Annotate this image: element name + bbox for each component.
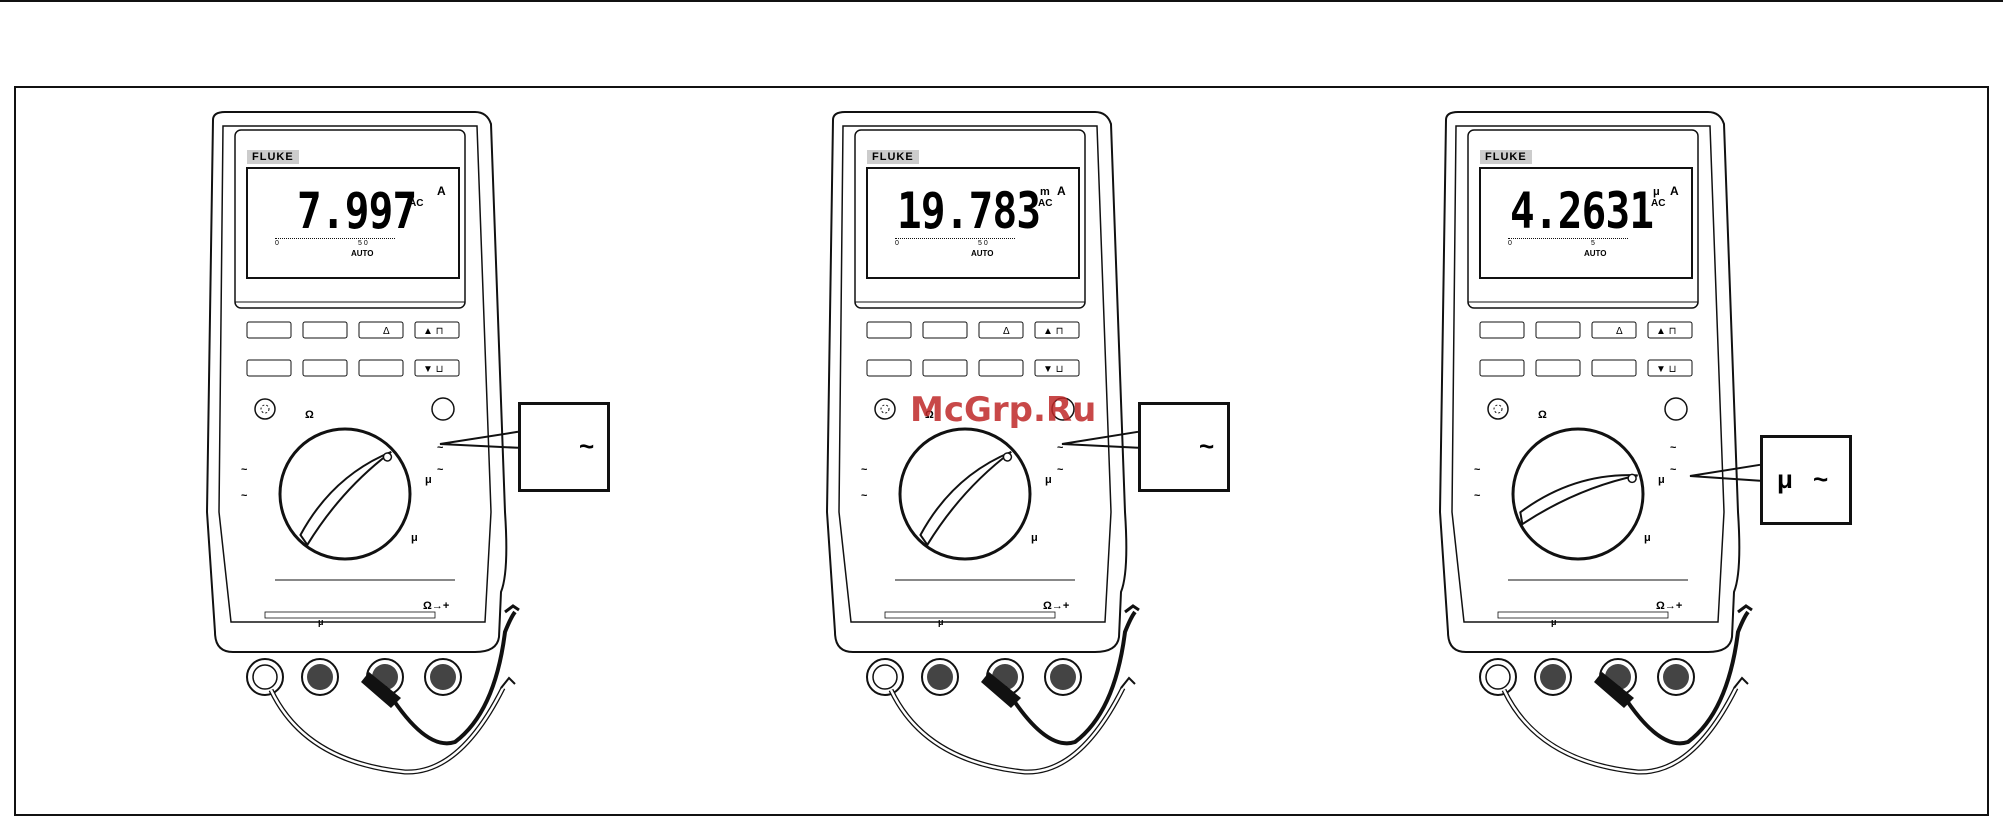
tilde-label-2: ~	[861, 490, 867, 502]
tilde-label-4: ~	[1670, 464, 1676, 476]
multimeter-3: Δ ▲ ⊓ ▼ ⊔ FLUKE 4.2631 μ AC A 0 5 AUTO Ω…	[1438, 112, 1758, 732]
display-reading: 7.997	[297, 186, 416, 236]
top-rule	[0, 0, 2003, 2]
tilde-label-3: ~	[1670, 442, 1676, 454]
mu-terminal-label: μ	[318, 617, 324, 627]
svg-text:Δ: Δ	[1003, 326, 1010, 337]
brand-logo: FLUKE	[1480, 150, 1532, 164]
callout-tilde-symbol: ~	[1199, 431, 1214, 462]
bargraph-mark: 5	[1591, 240, 1595, 247]
brand-logo: FLUKE	[867, 150, 919, 164]
mu-label: μ	[425, 474, 432, 486]
auto-range-indicator: AUTO	[351, 249, 374, 258]
mu-terminal-label: μ	[1551, 617, 1557, 627]
bargraph-mark: 5 0	[978, 240, 988, 247]
mu-label-low: μ	[411, 532, 418, 544]
unit-prefix: m	[1040, 186, 1050, 198]
display-reading: 19.783	[897, 186, 1040, 236]
unit-amps: A	[437, 184, 446, 198]
bargraph-zero: 0	[1508, 240, 1512, 247]
ohm-diode-label: Ω→+	[1656, 600, 1682, 612]
coupling-ac: AC	[1038, 198, 1052, 209]
multimeter-1: Δ ▲ ⊓ ▼ ⊔ FLUKE 7.997 AC A 0 5 0 AUTO Ω …	[205, 112, 525, 732]
coupling-ac: AC	[1651, 198, 1665, 209]
ohm-diode-label: Ω→+	[423, 600, 449, 612]
callout-prefix: μ	[1777, 464, 1793, 495]
unit-prefix: μ	[1653, 186, 1660, 198]
mu-terminal-label: μ	[938, 617, 944, 627]
tilde-label-3: ~	[1057, 442, 1063, 454]
tilde-label: ~	[1474, 464, 1480, 476]
tilde-label: ~	[241, 464, 247, 476]
callout-tilde-symbol: ~	[1813, 464, 1828, 495]
bargraph-ticks	[1508, 234, 1628, 239]
tilde-label-4: ~	[437, 464, 443, 476]
brand-logo: FLUKE	[247, 150, 299, 164]
svg-text:▲ ⊓: ▲ ⊓	[1043, 326, 1063, 337]
mu-label-low: μ	[1031, 532, 1038, 544]
unit-amps: A	[1670, 184, 1679, 198]
auto-range-indicator: AUTO	[971, 249, 994, 258]
tilde-label-2: ~	[1474, 490, 1480, 502]
bargraph-ticks	[895, 234, 1015, 239]
function-callout-3: μ ~	[1760, 435, 1852, 525]
callout-tilde-symbol: ~	[579, 431, 594, 462]
svg-text:▼ ⊔: ▼ ⊔	[1043, 364, 1063, 375]
tilde-label-4: ~	[1057, 464, 1063, 476]
mu-label-low: μ	[1644, 532, 1651, 544]
watermark-text: McGrp.Ru	[910, 390, 1096, 430]
function-callout-1: ~	[518, 402, 610, 492]
tilde-label-3: ~	[437, 442, 443, 454]
tilde-label: ~	[861, 464, 867, 476]
mu-label: μ	[1658, 474, 1665, 486]
unit-amps: A	[1057, 184, 1066, 198]
ohm-label: Ω	[1538, 409, 1547, 421]
svg-text:▲ ⊓: ▲ ⊓	[1656, 326, 1676, 337]
bargraph-mark: 5 0	[358, 240, 368, 247]
function-callout-2: ~	[1138, 402, 1230, 492]
display-reading: 4.2631	[1510, 186, 1653, 236]
tilde-label-2: ~	[241, 490, 247, 502]
ohm-diode-label: Ω→+	[1043, 600, 1069, 612]
bargraph-zero: 0	[275, 240, 279, 247]
ohm-label: Ω	[305, 409, 314, 421]
bargraph-ticks	[275, 234, 395, 239]
svg-text:Δ: Δ	[383, 326, 390, 337]
mu-label: μ	[1045, 474, 1052, 486]
svg-text:▼ ⊔: ▼ ⊔	[423, 364, 443, 375]
svg-text:▼ ⊔: ▼ ⊔	[1656, 364, 1676, 375]
svg-text:▲ ⊓: ▲ ⊓	[423, 326, 443, 337]
auto-range-indicator: AUTO	[1584, 249, 1607, 258]
coupling-ac: AC	[409, 198, 423, 209]
svg-text:Δ: Δ	[1616, 326, 1623, 337]
bargraph-zero: 0	[895, 240, 899, 247]
